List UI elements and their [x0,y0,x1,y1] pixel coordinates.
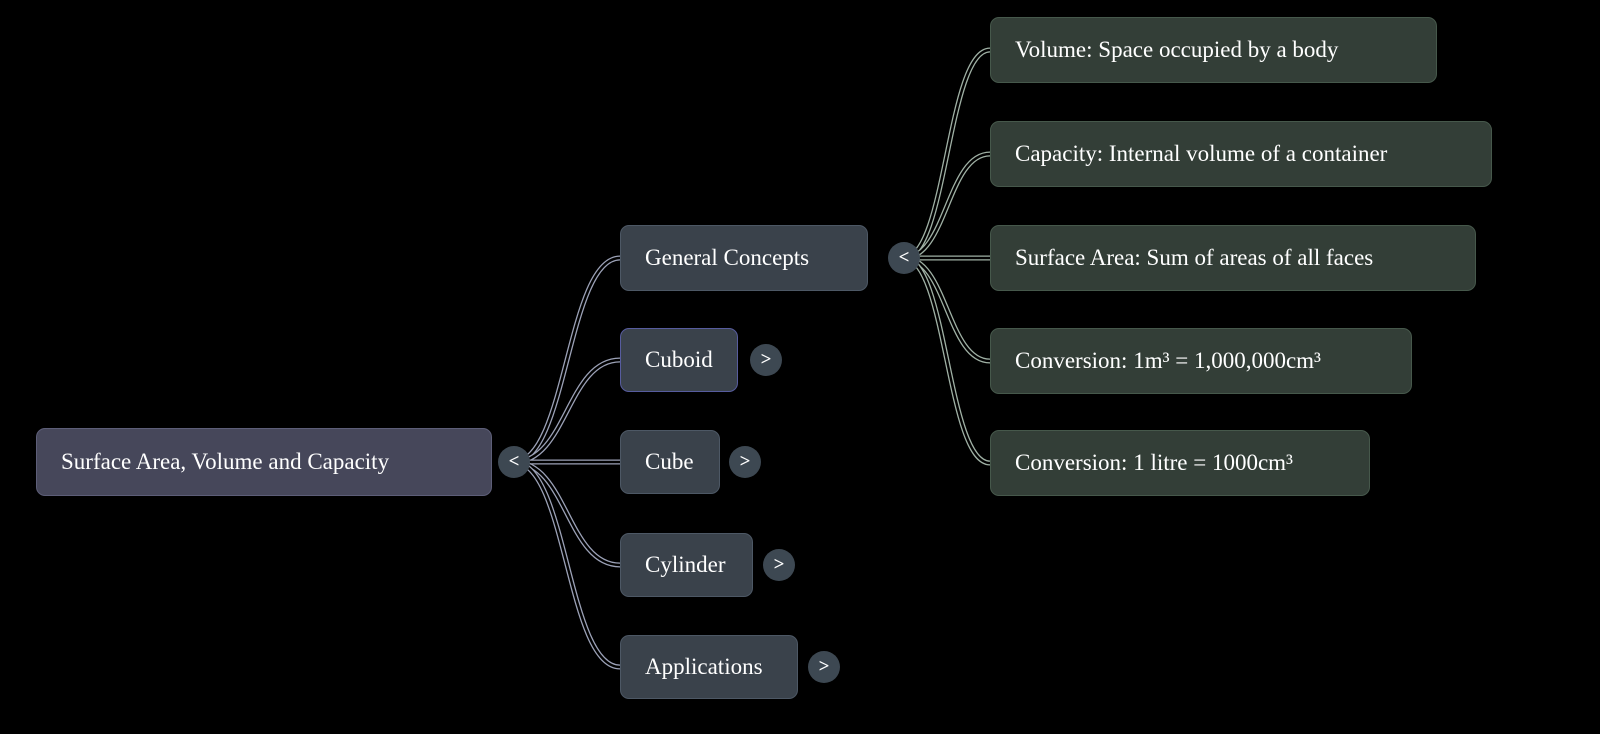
node-conversion-litre-label: Conversion: 1 litre = 1000cm³ [1015,450,1293,475]
node-applications-label: Applications [645,654,763,679]
connector-root-to-cylinder [513,459,621,568]
node-conversion-m3: Conversion: 1m³ = 1,000,000cm³ [990,328,1412,394]
node-capacity-definition-label: Capacity: Internal volume of a container [1015,141,1388,166]
node-general-concepts-label: General Concepts [645,245,810,270]
node-conversion-m3-label: Conversion: 1m³ = 1,000,000cm³ [1015,348,1321,373]
collapse-toggle-general-concepts[interactable]: < [888,242,920,274]
node-surface-area-definition: Surface Area: Sum of areas of all faces [990,225,1476,291]
node-cuboid-label: Cuboid [645,347,713,372]
expand-toggle-cuboid[interactable]: > [750,344,782,376]
node-volume-definition-label: Volume: Space occupied by a body [1015,37,1339,62]
node-surface-area-definition-label: Surface Area: Sum of areas of all faces [1015,245,1374,270]
node-capacity-definition: Capacity: Internal volume of a container [990,121,1492,187]
expand-toggle-cube[interactable]: > [729,446,761,478]
connector-gc-to-conversion-litre [903,255,991,466]
node-cuboid: Cuboid [620,328,738,392]
connector-root-to-applications [513,459,621,670]
collapse-toggle-root[interactable]: < [498,446,530,478]
connector-root-to-general-concepts [513,255,621,465]
connector-gc-to-volume [903,47,991,261]
connector-gc-to-capacity [903,151,991,261]
node-general-concepts: General Concepts [620,225,868,291]
node-cube-label: Cube [645,449,694,474]
node-conversion-litre: Conversion: 1 litre = 1000cm³ [990,430,1370,496]
node-applications: Applications [620,635,798,699]
expand-toggle-applications[interactable]: > [808,651,840,683]
node-cylinder: Cylinder [620,533,753,597]
connector-gc-to-conversion-m3 [903,255,991,364]
node-root: Surface Area, Volume and Capacity [36,428,492,496]
connector-root-to-cuboid [513,357,621,465]
expand-toggle-cylinder[interactable]: > [763,549,795,581]
node-cube: Cube [620,430,720,494]
node-volume-definition: Volume: Space occupied by a body [990,17,1437,83]
node-root-label: Surface Area, Volume and Capacity [61,449,390,474]
node-cylinder-label: Cylinder [645,552,726,577]
